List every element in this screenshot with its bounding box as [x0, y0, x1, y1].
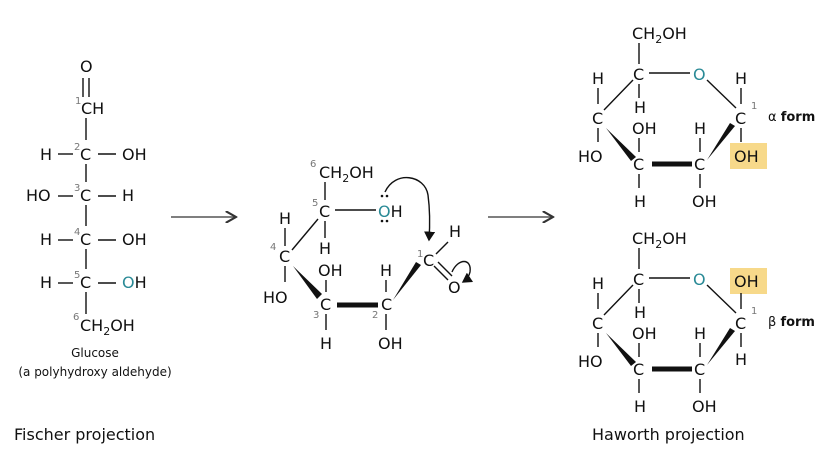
svg-text:2: 2 [74, 142, 80, 153]
svg-text:H: H [634, 303, 646, 322]
fischer-row-c4: H 4 C OH [40, 227, 147, 249]
svg-text:CH2OH: CH2OH [632, 24, 687, 46]
carbonyl-electron-arrow [451, 260, 474, 283]
svg-text:OH: OH [122, 145, 147, 164]
fischer-projection: O 1 CH H 2 C OH HO 3 C H H 4 [14, 57, 172, 444]
svg-text:C: C [633, 270, 644, 289]
svg-text:C: C [633, 360, 644, 379]
c1-ch: CH [81, 99, 104, 118]
ring-oxygen: O [693, 65, 706, 84]
svg-text:3: 3 [74, 183, 80, 194]
svg-text:OH: OH [378, 202, 403, 221]
svg-text:OH: OH [378, 334, 403, 353]
svg-text:C: C [735, 314, 746, 333]
open-chain-cyclizing-intermediate: 6 CH2OH 5 C OH H H 4 C HO OH 3 C H H 2 C [263, 159, 474, 353]
svg-text:5: 5 [74, 270, 80, 281]
ring-oxygen: O [693, 270, 706, 289]
alpha-oh-highlight [730, 143, 767, 169]
svg-text:H: H [40, 273, 52, 292]
svg-text:H: H [380, 261, 392, 280]
svg-text:4: 4 [74, 227, 80, 238]
svg-text:HO: HO [578, 352, 603, 371]
svg-text:H: H [634, 192, 646, 211]
fischer-row-c5: H 5 C OH [40, 270, 147, 292]
glucose-label: Glucose [71, 346, 119, 360]
svg-text:OH: OH [632, 119, 657, 138]
svg-text:H: H [735, 69, 747, 88]
haworth-alpha-form: CH2OH C O H H C 1 α form OH H C HO OH C … [578, 24, 815, 211]
fischer-projection-title: Fischer projection [14, 425, 155, 444]
haworth-beta-form: CH2OH C O H OH C 1 β form H H C HO OH C … [578, 229, 815, 416]
svg-text:H: H [592, 69, 604, 88]
svg-text:C: C [80, 273, 91, 292]
svg-text:C: C [80, 145, 91, 164]
svg-text:H: H [694, 324, 706, 343]
c6-ch2oh: CH2OH [80, 316, 135, 338]
beta-form-label: β form [768, 315, 815, 330]
svg-text:HO: HO [578, 147, 603, 166]
svg-text:OH: OH [734, 147, 759, 166]
svg-text:OH: OH [692, 192, 717, 211]
svg-text:H: H [122, 186, 134, 205]
svg-text:C: C [80, 230, 91, 249]
svg-text:CH2OH: CH2OH [319, 163, 374, 185]
svg-text:OH: OH [318, 261, 343, 280]
svg-text:OH: OH [632, 324, 657, 343]
fischer-row-c2: H 2 C OH [40, 142, 147, 164]
svg-text:C: C [381, 295, 392, 314]
svg-text:1: 1 [751, 101, 757, 112]
svg-text:1: 1 [417, 249, 423, 260]
beta-oh-highlight [730, 268, 767, 294]
svg-text:C: C [592, 109, 603, 128]
c5-hydroxyl-oxygen: O [122, 273, 135, 292]
svg-text:H: H [694, 119, 706, 138]
fischer-row-c3: HO 3 C H [26, 183, 134, 205]
svg-text:1: 1 [751, 306, 757, 317]
svg-text:C: C [320, 295, 331, 314]
carbon-number-1: 1 [75, 96, 81, 107]
svg-text:H: H [40, 145, 52, 164]
svg-text:H: H [279, 209, 291, 228]
svg-text:C: C [735, 109, 746, 128]
svg-text:H: H [592, 274, 604, 293]
svg-text:C: C [80, 186, 91, 205]
svg-text:H: H [320, 334, 332, 353]
svg-text:OH: OH [122, 230, 147, 249]
svg-text:H: H [634, 98, 646, 117]
svg-text:C: C [592, 314, 603, 333]
nucleophilic-attack-arrow [384, 176, 436, 242]
svg-text:C: C [279, 247, 290, 266]
svg-text:HO: HO [26, 186, 51, 205]
svg-text:3: 3 [313, 310, 319, 321]
svg-text:C: C [633, 155, 644, 174]
svg-text:C: C [633, 65, 644, 84]
aldehyde-oxygen: O [80, 57, 93, 76]
alpha-form-label: α form [768, 110, 815, 125]
svg-text:2: 2 [372, 310, 378, 321]
svg-text:C: C [319, 202, 330, 221]
glucose-subtitle: (a polyhydroxy aldehyde) [18, 365, 171, 379]
svg-text:H: H [735, 350, 747, 369]
haworth-projection-title: Haworth projection [592, 425, 745, 444]
svg-text:H: H [449, 222, 461, 241]
svg-text:O: O [448, 278, 461, 297]
svg-text:H: H [634, 397, 646, 416]
svg-text:OH: OH [122, 273, 147, 292]
svg-text:6: 6 [310, 159, 316, 170]
svg-text:H: H [319, 239, 331, 258]
svg-text:OH: OH [692, 397, 717, 416]
nucleophilic-oxygen: O [378, 202, 391, 221]
svg-text:6: 6 [73, 312, 79, 323]
svg-text:C: C [694, 360, 705, 379]
svg-text:H: H [40, 230, 52, 249]
svg-text:OH: OH [734, 272, 759, 291]
svg-text:C: C [423, 251, 434, 270]
svg-text:CH2OH: CH2OH [632, 229, 687, 251]
svg-text:4: 4 [270, 242, 276, 253]
svg-text:5: 5 [312, 198, 318, 209]
svg-text:HO: HO [263, 288, 288, 307]
svg-text:C: C [694, 155, 705, 174]
